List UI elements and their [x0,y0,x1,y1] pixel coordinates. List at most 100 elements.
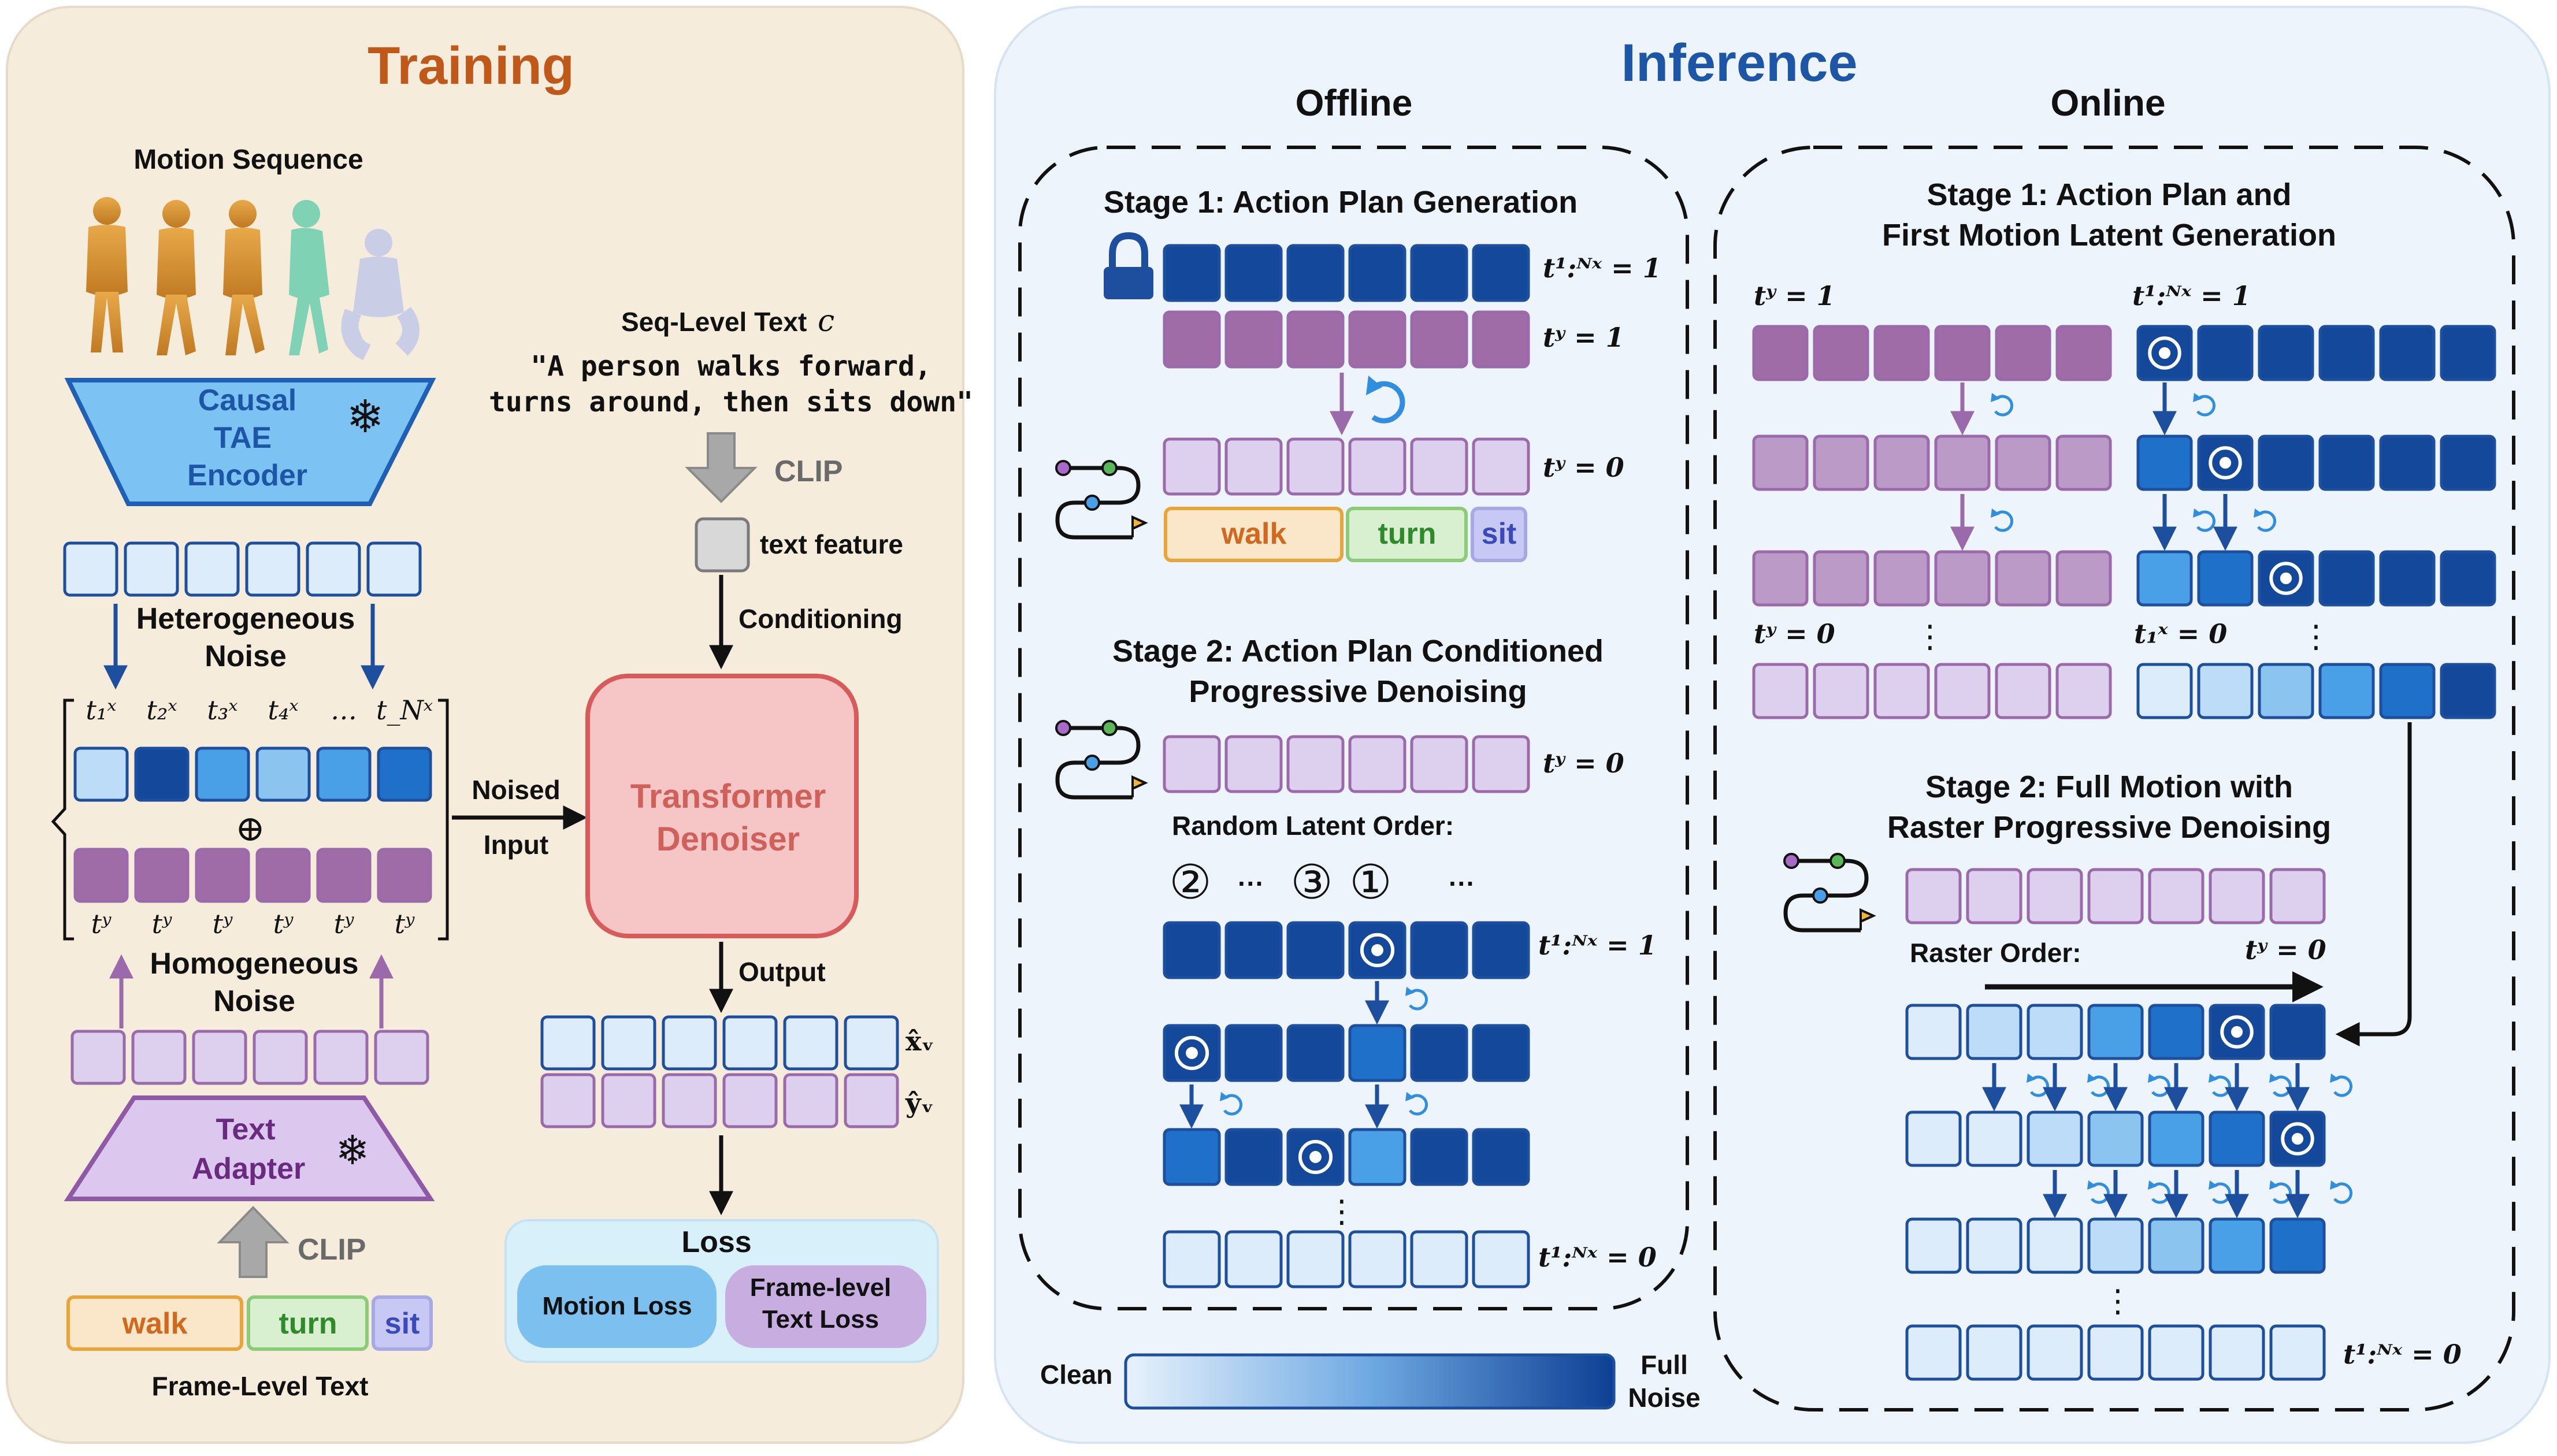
tag-turn [247,1295,369,1351]
text-token [131,1030,187,1085]
latent-token [1348,1024,1406,1082]
text-token [1813,663,1869,719]
target-dot-icon [2291,1132,2304,1145]
text-token [1873,434,1930,491]
noised-motion-token-row [73,746,432,802]
text-token [2027,868,2083,924]
target-ring-icon [1298,1139,1333,1175]
latent-token [2087,1110,2144,1167]
target-ring-icon [2148,336,2181,370]
text-token [1995,550,2051,607]
latent-token [2148,1110,2205,1167]
text-token [1472,310,1530,369]
conditioning-label: Conditioning [738,604,903,634]
text-token [662,1073,717,1128]
text-token [2148,868,2205,924]
brace [51,699,74,941]
online-denoise-row [1905,1004,2326,1060]
motion-sequence-figures [86,197,420,361]
text-token [1286,437,1345,496]
text-token [1752,434,1809,491]
seq-level-text-label: Seq-Level Text [621,307,807,337]
text-token [722,1073,778,1128]
target-dot-icon [1371,944,1383,956]
text-token [316,848,372,903]
text-token [255,848,311,903]
target-dot-icon [1186,1047,1198,1059]
offline-text-token-row [1163,310,1530,369]
prompt-text: "A person walks forward, [530,350,931,382]
text-token [2209,868,2265,924]
latent-token [2269,1217,2326,1274]
tx-label: t¹:ᴺˣ = 1 [2132,280,2251,311]
inference-panel: Inference Offline Online Stage 1: Action… [994,6,2551,1444]
text-token [1873,663,1930,719]
latent-token [2197,550,2254,607]
refresh-icon [1994,395,2014,417]
text-token [377,848,432,903]
latent-token [2197,663,2254,719]
latent-token [2318,550,2375,607]
path-icon [1055,460,1148,540]
text-token [844,1073,899,1128]
human-figure-icon [289,200,329,355]
noise-level-label: t₂ˣ [146,694,177,726]
offline-motion-token-row [1163,244,1530,302]
text-token [2269,868,2326,924]
text-token [192,1030,247,1085]
text-token [1410,437,1468,496]
latent-token [2209,1217,2265,1274]
target-dot-icon [2219,456,2232,469]
latent-token [1224,1230,1283,1288]
seq-symbol: c [818,304,834,339]
text-token [1813,325,1869,381]
latent-token [63,541,118,597]
latent-token [1348,1230,1406,1288]
target-ring-icon [2209,446,2242,480]
latent-token [255,746,311,802]
encoder-label: TAE [214,421,272,455]
offline-title: Offline [1296,82,1413,124]
latent-token [1905,1217,1962,1274]
tag-turn [1346,507,1468,562]
text-token [134,848,190,903]
offline-stage2-title: Progressive Denoising [1189,674,1527,709]
refresh-icon-head [2148,1074,2157,1083]
vdots: ⋮ [1326,1194,1357,1229]
tx-label: t₁ˣ = 0 [2134,618,2227,649]
refresh-icon [2257,510,2277,532]
target-ring-icon [2281,1122,2314,1156]
latent-token [134,746,190,802]
latent-token [1410,244,1468,302]
latent-token [1163,1230,1221,1288]
denoiser-label: Denoiser [656,820,800,858]
transformer-denoiser [585,674,859,938]
ty-label: tʸ = 1 [1543,322,1624,353]
latent-token [1966,1110,2022,1167]
latent-token [2379,434,2436,491]
tag-walk-label: walk [122,1307,188,1340]
noise-level-label: t₄ˣ [268,694,298,726]
target-ring-icon [1174,1035,1209,1071]
oplus-symbol: ⊕ [235,807,265,849]
latent-token [2269,1004,2326,1060]
online-motion-row [2136,325,2496,381]
latent-token [2379,325,2436,381]
order-circled-2: ② [1169,856,1212,909]
training-panel: Training Motion Sequence [6,6,973,1444]
text-token [2055,663,2112,719]
refresh-icon-head [1991,393,2000,402]
y-hat-label: ŷᵥ [905,1087,934,1119]
latent-token [2440,434,2496,491]
latent-token [2440,663,2496,719]
target-dot-icon [2231,1026,2243,1038]
latent-token [540,1015,596,1071]
encoder-label: Causal [198,384,297,417]
noise-level-label: t₁ˣ [86,694,116,726]
training-title: Training [368,36,574,95]
text-token [1934,550,1991,607]
human-figure-icon [86,197,128,352]
text-token [2087,868,2144,924]
online-denoise-row [1905,1324,2326,1381]
order-circled-1: ① [1349,856,1392,909]
